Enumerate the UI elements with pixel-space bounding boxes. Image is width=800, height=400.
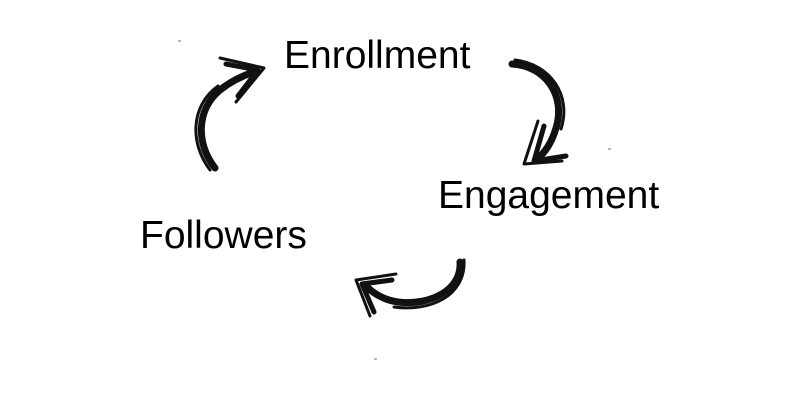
node-label-enrollment: Enrollment [284, 34, 471, 77]
decorative-speck [374, 358, 377, 360]
node-label-followers: Followers [140, 214, 307, 257]
decorative-speck [608, 148, 611, 150]
arrow-enrollment-to-engagement [508, 58, 569, 166]
arrow-followers-to-enrollment [194, 56, 266, 172]
decorative-speck [178, 40, 181, 42]
node-label-engagement: Engagement [438, 174, 660, 217]
arrow-engagement-to-followers [354, 258, 466, 318]
